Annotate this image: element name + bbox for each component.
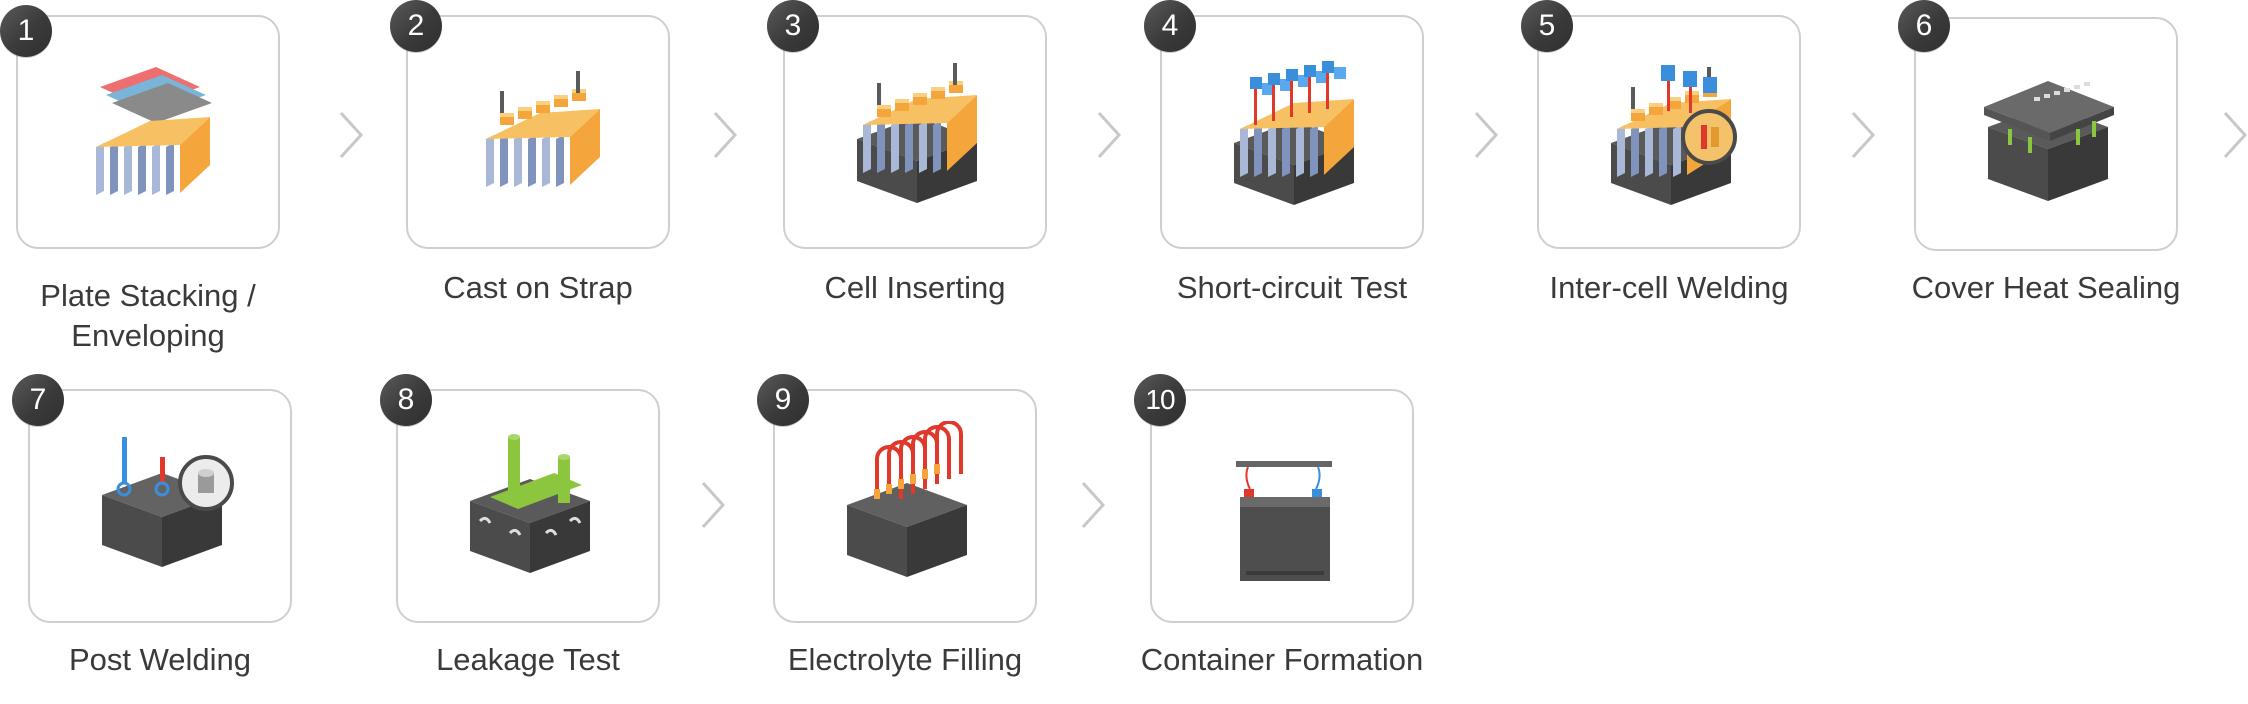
- step-label: Cast on Strap: [443, 270, 633, 305]
- step-number-badge: 10: [1134, 374, 1186, 426]
- chevron-right-icon: [2222, 110, 2248, 160]
- step-label: Electrolyte Filling: [787, 642, 1023, 677]
- step-label: Cell Inserting: [824, 270, 1006, 305]
- chevron-right-icon: [700, 480, 726, 530]
- chevron-right-icon: [1080, 480, 1106, 530]
- step-label: Plate Stacking / Enveloping: [40, 278, 256, 353]
- step-card-4: [1160, 15, 1424, 249]
- chevron-right-icon: [1473, 110, 1499, 160]
- step-number-badge: 5: [1521, 0, 1573, 52]
- plate-stack-icon: [96, 67, 212, 195]
- step-label: Inter-cell Welding: [1549, 270, 1789, 305]
- step-number-badge: 3: [767, 0, 819, 52]
- step-label: Container Formation: [1140, 642, 1424, 677]
- chevron-right-icon: [338, 110, 364, 160]
- step-card-5: [1537, 15, 1801, 249]
- step-number-badge: 6: [1898, 0, 1950, 52]
- step-number-badge: 1: [0, 5, 52, 57]
- inter-cell-welding-icon: [1611, 65, 1737, 205]
- step-number-badge: 2: [390, 0, 442, 52]
- step-number-badge: 8: [380, 374, 432, 426]
- cell-insert-icon: [857, 63, 977, 203]
- short-circuit-test-icon: [1234, 61, 1354, 205]
- cast-strap-icon: [486, 71, 600, 187]
- post-welding-icon: [102, 437, 234, 567]
- step-label: Short-circuit Test: [1176, 270, 1408, 305]
- step-card-6: [1914, 17, 2178, 251]
- step-label: Cover Heat Sealing: [1911, 270, 2181, 305]
- step-card-10: [1150, 389, 1414, 623]
- step-card-2: [406, 15, 670, 249]
- step-card-7: [28, 389, 292, 623]
- step-card-3: [783, 15, 1047, 249]
- step-number-badge: 9: [757, 374, 809, 426]
- leakage-test-icon: [470, 434, 590, 573]
- container-formation-icon: [1236, 461, 1332, 581]
- electrolyte-filling-icon: [847, 421, 967, 577]
- step-card-9: [773, 389, 1037, 623]
- step-number-badge: 4: [1144, 0, 1196, 52]
- step-number-badge: 7: [12, 374, 64, 426]
- step-label: Post Welding: [68, 642, 252, 677]
- cover-heat-seal-icon: [1984, 81, 2114, 201]
- chevron-right-icon: [1850, 110, 1876, 160]
- chevron-right-icon: [1096, 110, 1122, 160]
- chevron-right-icon: [712, 110, 738, 160]
- step-card-1: [16, 15, 280, 249]
- step-label: Leakage Test: [436, 642, 620, 677]
- step-card-8: [396, 389, 660, 623]
